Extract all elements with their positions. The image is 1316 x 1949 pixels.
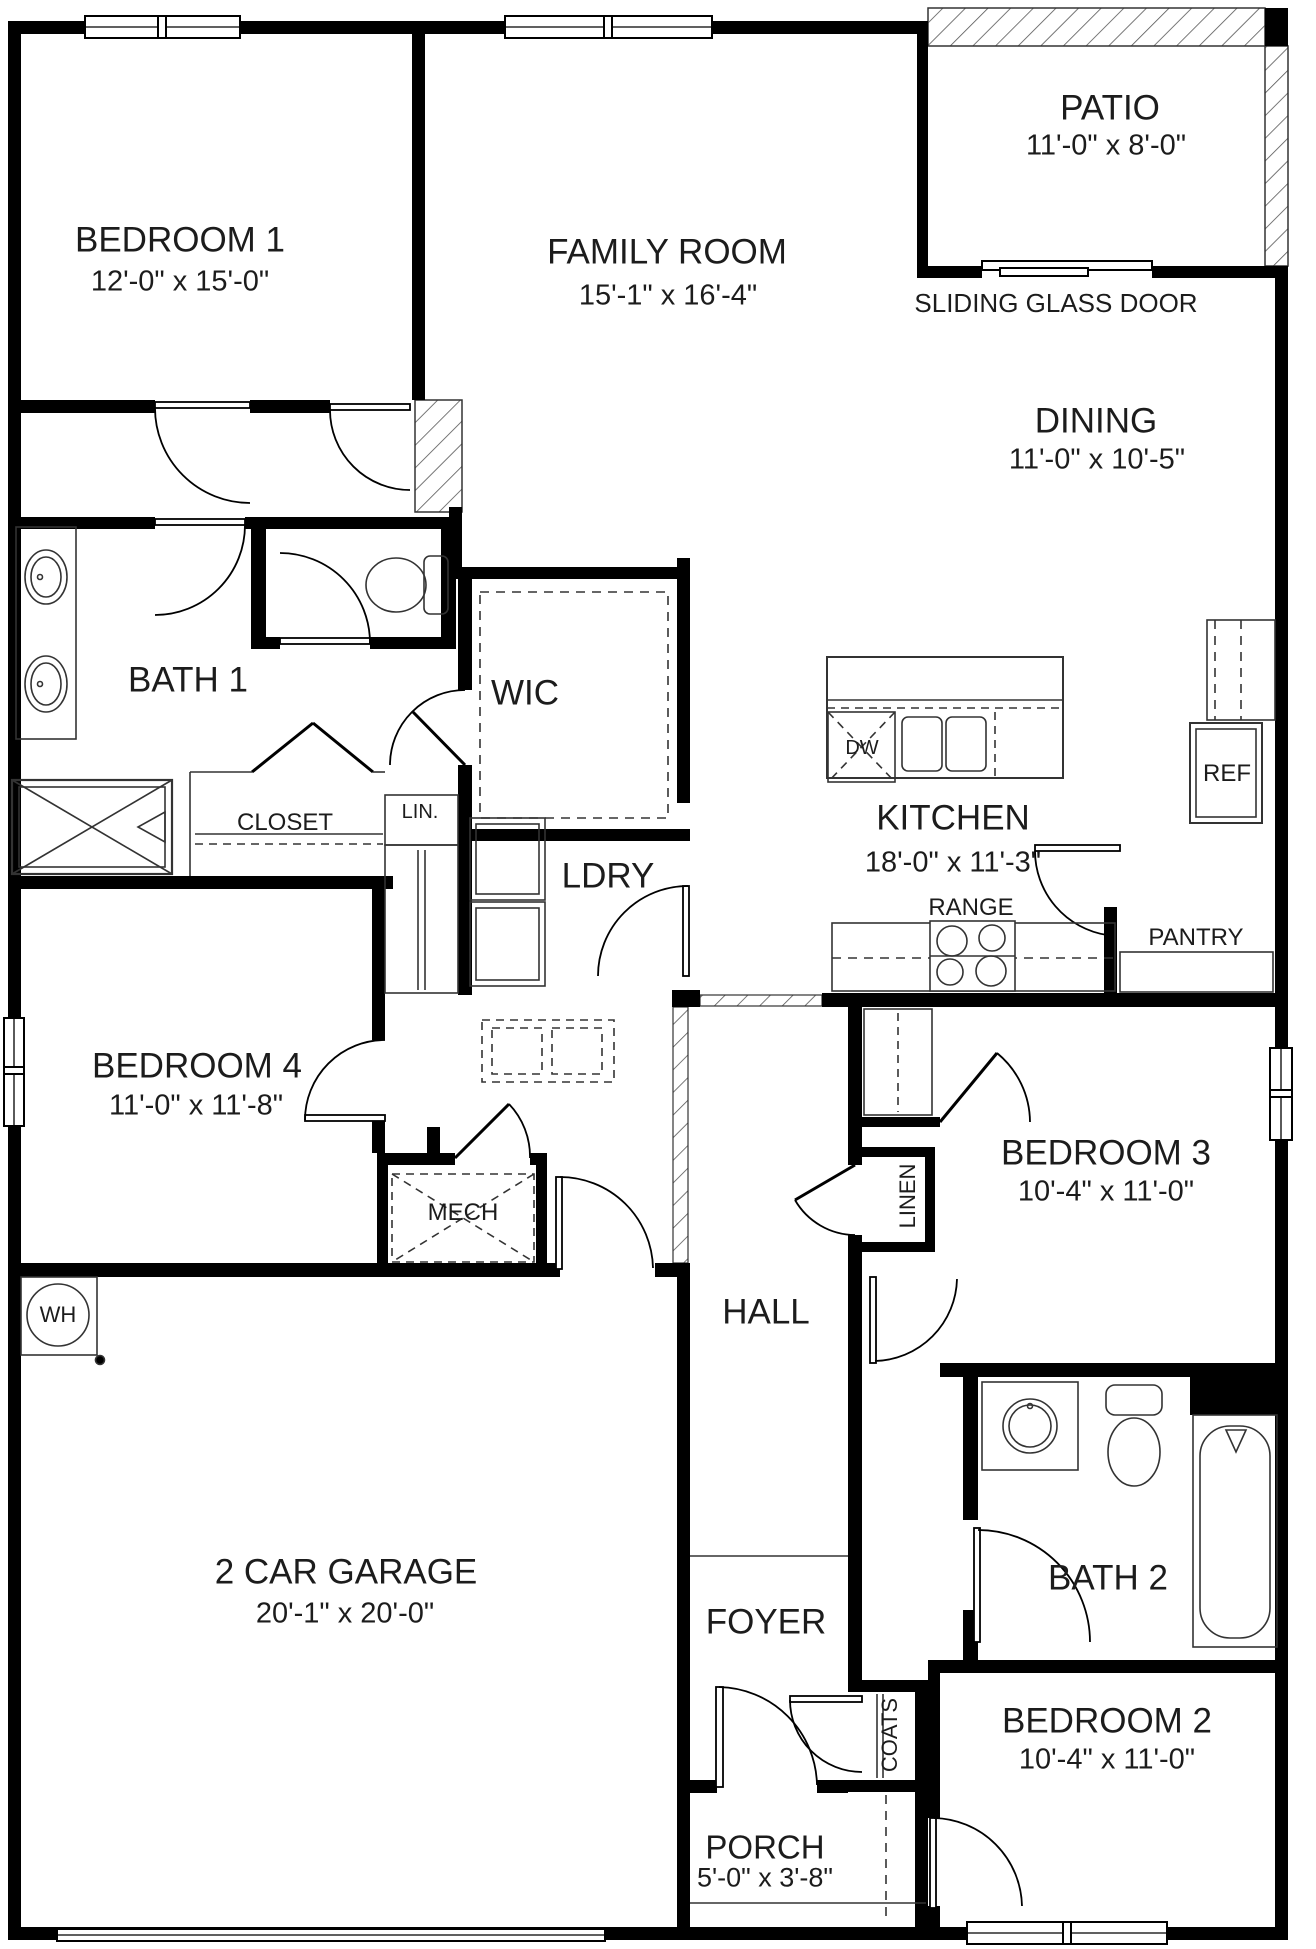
lin-closet	[384, 794, 459, 994]
room-label-bath2: BATH 2	[1048, 1558, 1168, 1598]
room-label-kitchen: KITCHEN	[876, 798, 1030, 838]
pantry-shelf	[1119, 951, 1274, 993]
shower	[10, 778, 174, 876]
bath1-toilet	[365, 555, 449, 615]
room-label-mech: MECH	[427, 1199, 499, 1226]
room-dims-porch: 5'-0" x 3'-8"	[696, 1862, 834, 1893]
wall-cabinet	[1206, 619, 1276, 721]
hall-vestibule-door	[869, 1276, 958, 1364]
room-dims-bedroom4: 11'-0" x 11'-8"	[108, 1089, 284, 1122]
bath1-vanity	[15, 526, 77, 740]
room-label-foyer: FOYER	[705, 1602, 827, 1642]
kitchen-island	[826, 656, 1064, 783]
patio-hatch-border	[927, 7, 1289, 267]
bedroom1-door	[154, 401, 251, 504]
bedroom3-closet	[863, 1008, 933, 1116]
sliding-glass-door-label: SLIDING GLASS DOOR	[914, 288, 1198, 318]
bedroom1-window	[84, 15, 241, 39]
coats-rod	[876, 1694, 884, 1778]
room-label-closet: CLOSET	[236, 809, 334, 836]
family-hall-door	[329, 403, 411, 491]
wic-door	[389, 689, 467, 767]
room-label-family: FAMILY ROOM	[547, 232, 787, 272]
bedroom4-door	[304, 1039, 386, 1122]
room-label-pantry: PANTRY	[1148, 924, 1244, 951]
room-dims-bedroom3: 10'-4" x 11'-0"	[1017, 1175, 1195, 1208]
room-dims-garage: 20'-1" x 20'-0"	[255, 1597, 435, 1630]
room-dims-family: 15'-1" x 16'-4"	[578, 279, 758, 312]
sliding-glass-door	[981, 260, 1153, 277]
room-label-bedroom3: BEDROOM 3	[1000, 1133, 1212, 1173]
room-dims-kitchen: 18'-0" x 11'-3"	[864, 846, 1042, 879]
room-label-lin: LIN.	[401, 801, 439, 823]
pantry-door	[1034, 844, 1121, 936]
island-dishwasher	[827, 711, 896, 783]
mech-platform	[391, 1173, 535, 1263]
closet-doors	[251, 721, 374, 774]
room-label-ldry: LDRY	[561, 856, 655, 896]
water-heater-label: WH	[39, 1302, 77, 1327]
bedroom3-window	[1269, 1047, 1293, 1141]
garage-entry-door	[555, 1176, 654, 1270]
attic-access	[481, 1019, 615, 1083]
room-label-bedroom4: BEDROOM 4	[91, 1046, 303, 1086]
kitchen-opening-hatch	[672, 994, 823, 1264]
closet-shelf	[189, 771, 385, 876]
room-label-porch: PORCH	[705, 1828, 825, 1866]
garage-door	[56, 1928, 606, 1942]
water-heater	[20, 1276, 106, 1366]
family-room-window	[504, 15, 713, 39]
room-label-wic: WIC	[490, 673, 560, 713]
range-label: RANGE	[928, 894, 1014, 921]
room-dims-bedroom2: 10'-4" x 11'-0"	[1018, 1743, 1196, 1776]
room-label-garage: 2 CAR GARAGE	[214, 1552, 478, 1592]
windows	[3, 15, 1293, 1945]
refrigerator	[1189, 722, 1263, 824]
room-label-bath1: BATH 1	[128, 660, 248, 700]
linen-door	[794, 1163, 856, 1236]
range-counter	[831, 920, 1116, 992]
bedroom4-window	[3, 1017, 25, 1127]
room-label-bedroom2: BEDROOM 2	[1001, 1701, 1213, 1741]
refrigerator-label: REF	[1203, 760, 1251, 787]
bedroom2-window	[966, 1921, 1168, 1945]
room-dims-bedroom1: 12'-0" x 15'-0"	[90, 265, 270, 298]
room-dims-dining: 11'-0" x 10'-5"	[1008, 443, 1186, 476]
range-appliance	[929, 920, 1016, 992]
bedroom3-door	[938, 1052, 1031, 1123]
room-label-hall: HALL	[722, 1292, 810, 1332]
doors	[154, 401, 1121, 1909]
bath2-tub	[1192, 1414, 1278, 1648]
island-sink	[901, 716, 987, 772]
room-label-dining: DINING	[1034, 401, 1158, 441]
bath2-vanity	[981, 1381, 1079, 1471]
room-label-coats: COATS	[877, 1697, 902, 1773]
fixtures	[10, 526, 1278, 1923]
fireplace-hatch-block	[414, 399, 463, 513]
front-door	[715, 1686, 818, 1788]
bedroom2-door	[929, 1817, 1023, 1909]
room-dims-patio: 11'-0" x 8'-0"	[1025, 129, 1187, 162]
bath2-door	[973, 1527, 1091, 1643]
ldry-door	[597, 885, 690, 977]
bath1-door	[154, 518, 246, 616]
washer-dryer	[469, 817, 546, 987]
room-label-bedroom1: BEDROOM 1	[74, 220, 286, 260]
room-label-linen: LINEN	[895, 1163, 920, 1229]
walls	[8, 21, 1288, 1940]
bath2-toilet	[1105, 1384, 1163, 1487]
dishwasher-label: DW	[845, 737, 879, 759]
mech-door	[453, 1102, 531, 1160]
toilet-room-door	[279, 552, 371, 645]
room-label-patio: PATIO	[1060, 88, 1160, 128]
